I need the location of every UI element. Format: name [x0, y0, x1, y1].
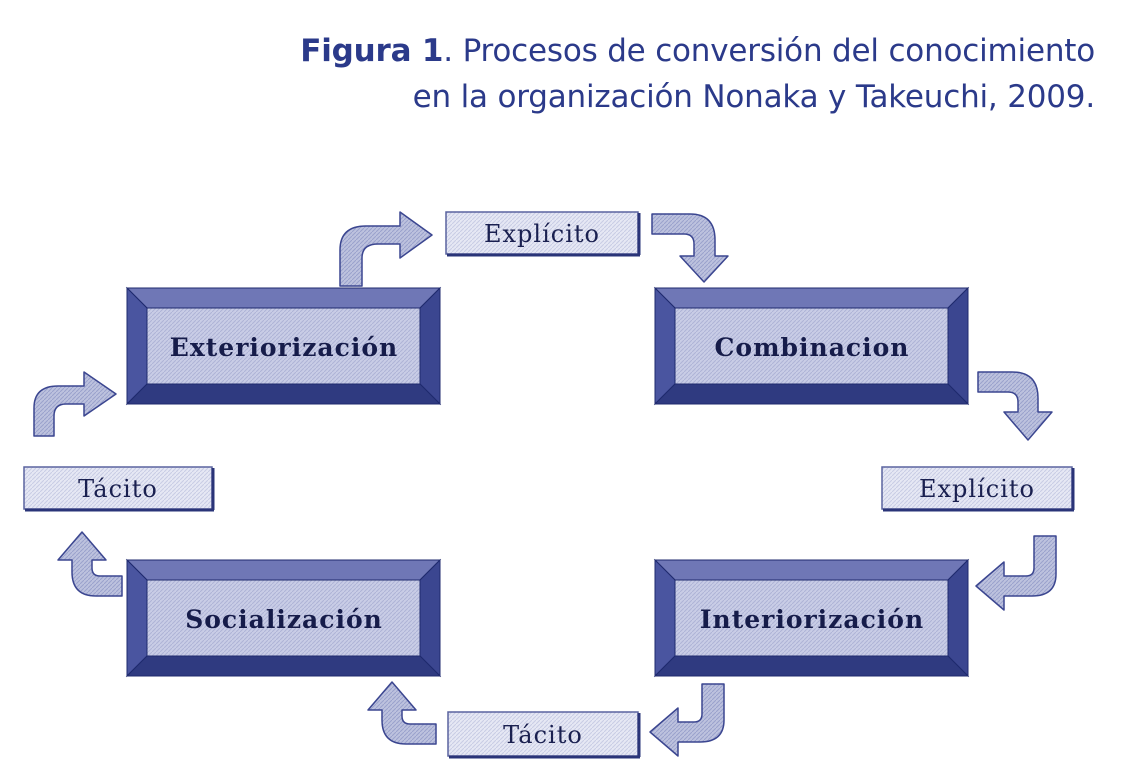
- box-front-face: [146, 579, 421, 657]
- arrow-tacito-to-socializacion: [367, 681, 437, 745]
- box-front-face: [674, 579, 949, 657]
- box-top-face: [653, 287, 970, 309]
- tag-label-explicito-right: Explícito: [919, 475, 1035, 503]
- box-exteriorizacion: Exteriorización: [125, 286, 442, 406]
- arrow-socializacion-to-tacito: [57, 531, 123, 597]
- arrow-tacito-to-exteriorizacion: [33, 371, 117, 437]
- box-front-face: [674, 307, 949, 385]
- tag-explicito-top: Explícito: [445, 211, 641, 257]
- arrow-combinacion-to-explicito: [977, 371, 1053, 441]
- caption-line-1: Figura 1. Procesos de conversión del con…: [300, 28, 1095, 74]
- arrow-exteriorizacion-to-explicito: [339, 211, 433, 287]
- figure-caption: Figura 1. Procesos de conversión del con…: [300, 28, 1095, 120]
- caption-title-part-1: . Procesos de conversión del conocimient…: [443, 33, 1095, 69]
- box-combinacion: Combinacion: [653, 286, 970, 406]
- box-top-face: [125, 559, 442, 581]
- box-label-combinacion: Combinacion: [715, 333, 910, 362]
- box-bottom-face: [653, 655, 970, 677]
- figure-label: Figura 1: [300, 33, 444, 69]
- tag-explicito-right: Explícito: [881, 466, 1075, 512]
- arrow-explicito-to-combinacion: [651, 213, 729, 283]
- box-front-face: [146, 307, 421, 385]
- arrow-explicito-to-interiorizacion: [975, 535, 1057, 611]
- box-label-interiorizacion: Interiorización: [700, 605, 924, 634]
- box-label-exteriorizacion: Exteriorización: [170, 333, 398, 362]
- tag-tacito-left: Tácito: [23, 466, 215, 512]
- box-top-face: [653, 559, 970, 581]
- tag-label-explicito-top: Explícito: [484, 220, 600, 248]
- tag-label-tacito-bottom: Tácito: [503, 721, 583, 749]
- caption-line-2: en la organización Nonaka y Takeuchi, 20…: [412, 79, 1096, 115]
- box-top-face: [125, 287, 442, 309]
- box-bottom-face: [125, 383, 442, 405]
- tag-label-tacito-left: Tácito: [78, 475, 158, 503]
- box-label-socializacion: Socialización: [185, 605, 383, 634]
- box-socializacion: Socialización: [125, 558, 442, 678]
- arrow-interiorizacion-to-tacito: [649, 683, 725, 757]
- box-interiorizacion: Interiorización: [653, 558, 970, 678]
- box-bottom-face: [125, 655, 442, 677]
- box-bottom-face: [653, 383, 970, 405]
- tag-tacito-bottom: Tácito: [447, 711, 641, 759]
